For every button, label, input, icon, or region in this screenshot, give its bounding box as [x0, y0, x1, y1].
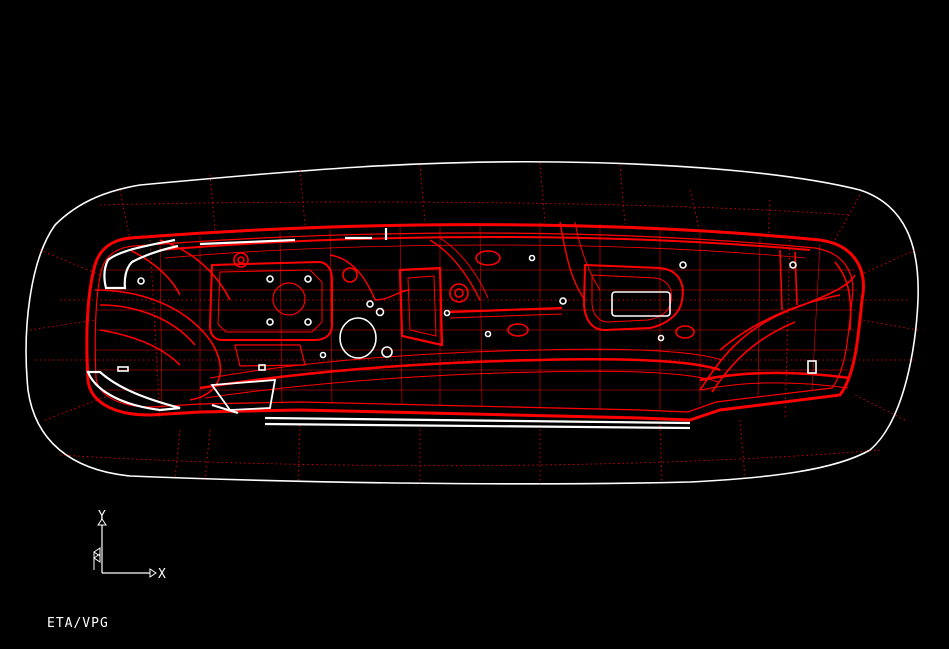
trim-holes [117, 254, 817, 374]
x-axis-label: X [158, 567, 166, 582]
right-pocket [699, 249, 856, 393]
panel-mesh [96, 222, 858, 413]
z-axis-icon [93, 547, 101, 570]
y-axis-label: Y [98, 509, 106, 524]
upper-rail [159, 235, 811, 259]
panel-inner-boundary [94, 232, 854, 413]
y-axis-arrow-icon [97, 518, 107, 526]
axis-triad: X Y [93, 509, 166, 582]
binder-mesh-lines [29, 162, 919, 484]
left-pocket [94, 239, 231, 401]
center-left-boxes [208, 237, 563, 367]
center-right-box [559, 221, 684, 332]
brand-label: ETA/VPG [47, 616, 109, 631]
binder-outline [25, 160, 919, 485]
red-holes [233, 250, 695, 339]
lower-rail [199, 348, 851, 399]
panel-boundary [85, 223, 865, 422]
x-axis-arrow-icon [149, 568, 157, 578]
trim-edges [86, 228, 691, 430]
